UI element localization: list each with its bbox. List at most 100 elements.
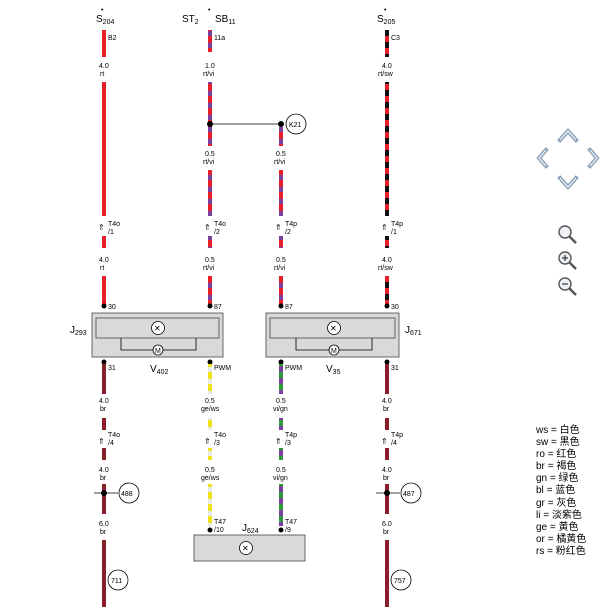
component-label: J293 bbox=[70, 325, 87, 337]
svg-text:•: • bbox=[101, 7, 104, 14]
component-j671[interactable]: ✕ M J671 V35 bbox=[265, 312, 422, 376]
connector-symbol: ⇑ bbox=[98, 223, 105, 232]
wire-size: 0.5 bbox=[205, 467, 215, 474]
pin-dot bbox=[278, 303, 284, 309]
pin-dot bbox=[278, 527, 284, 533]
node-circle[interactable] bbox=[118, 482, 140, 504]
connector-label: T4p bbox=[285, 432, 297, 439]
wire-size: 0.5 bbox=[205, 151, 215, 158]
pin-label: B2 bbox=[108, 35, 117, 42]
wire-segment bbox=[279, 127, 283, 146]
fuse-label-a: S204 bbox=[96, 14, 114, 26]
module-frame bbox=[95, 317, 220, 339]
component-label: J671 bbox=[405, 325, 422, 337]
node-label: 487 bbox=[403, 491, 415, 498]
wire-segment bbox=[102, 418, 106, 430]
connector-symbol: ⇑ bbox=[275, 437, 282, 446]
wire-color: vi/gn bbox=[273, 406, 288, 413]
wire-segment bbox=[102, 30, 106, 57]
wire-size: 1.0 bbox=[205, 63, 215, 70]
node-circle[interactable] bbox=[400, 482, 422, 504]
wire-segment bbox=[208, 448, 212, 460]
connector-pin: /2 bbox=[214, 229, 220, 236]
wire-segment bbox=[279, 170, 283, 216]
connector-symbol: ⇑ bbox=[98, 437, 105, 446]
wire-color: rt/vi bbox=[203, 265, 215, 272]
legend-row: gr = 灰色 bbox=[536, 497, 577, 509]
ground-circle[interactable] bbox=[390, 569, 412, 591]
wire-segment bbox=[102, 540, 106, 607]
wire-color: br bbox=[383, 529, 390, 536]
zoom-out-icon[interactable] bbox=[558, 277, 577, 296]
node-circle[interactable] bbox=[285, 113, 307, 135]
wire-color: ge/ws bbox=[201, 475, 220, 482]
fan-relay-icon bbox=[327, 321, 341, 335]
component-pin: PWM bbox=[285, 365, 302, 372]
component-pin: 31 bbox=[108, 365, 116, 372]
wire-size: 6.0 bbox=[382, 521, 392, 528]
connector-symbol: ⇑ bbox=[381, 223, 388, 232]
legend-row: gn = 绿色 bbox=[536, 473, 579, 485]
wire-color: br bbox=[383, 406, 390, 413]
zoom-in-icon[interactable] bbox=[558, 251, 577, 270]
wire-segment bbox=[102, 364, 106, 394]
wire-color: br bbox=[100, 529, 107, 536]
node-label: 488 bbox=[121, 491, 133, 498]
connector-symbol: ⇑ bbox=[204, 437, 211, 446]
wire-segment bbox=[385, 448, 389, 460]
pin-dot bbox=[278, 359, 284, 365]
wire-segment bbox=[279, 484, 283, 526]
fan-relay-glyph: ✕ bbox=[154, 324, 161, 333]
legend-row: ws = 白色 bbox=[536, 425, 580, 436]
column-d: K21 0.5 rt/vi ⇑ T4p /2 0.5 rt/vi 87 PWM … bbox=[273, 113, 307, 534]
legend-row: or = 橘黄色 bbox=[536, 533, 587, 545]
pin-dot bbox=[207, 359, 213, 365]
wire-size: 4.0 bbox=[99, 63, 109, 70]
wire-color: rt/sw bbox=[378, 71, 394, 78]
component-pin: 87 bbox=[285, 304, 293, 311]
arrow-down-icon[interactable] bbox=[557, 175, 579, 191]
wire-color: ge/ws bbox=[201, 406, 220, 413]
ground-circle[interactable] bbox=[107, 569, 129, 591]
wire-segment bbox=[385, 484, 389, 514]
wire-size: 0.5 bbox=[205, 398, 215, 405]
connector-pin: /4 bbox=[391, 440, 397, 447]
wire-size: 4.0 bbox=[382, 63, 392, 70]
arrow-left-icon[interactable] bbox=[536, 147, 549, 169]
fuse-label-b: ST2 bbox=[182, 14, 199, 26]
wire-size: 0.5 bbox=[276, 398, 286, 405]
arrow-up-icon[interactable] bbox=[557, 127, 579, 143]
wire-color: br bbox=[100, 406, 107, 413]
wire-segment bbox=[279, 364, 283, 394]
arrow-right-icon[interactable] bbox=[587, 147, 600, 169]
legend-row: ge = 黄色 bbox=[536, 521, 579, 533]
motor-icon bbox=[152, 344, 164, 356]
connector-symbol: ⇑ bbox=[204, 223, 211, 232]
wire-size: 6.0 bbox=[99, 521, 109, 528]
connector-label: T4p bbox=[391, 432, 403, 439]
wire-segment bbox=[385, 82, 389, 216]
control-unit-glyph: ✕ bbox=[242, 544, 249, 553]
component-j293[interactable]: ✕ M J293 V402 bbox=[70, 312, 224, 376]
legend-row: sw = 黑色 bbox=[536, 437, 580, 449]
wire-color: br bbox=[383, 475, 390, 482]
wire-color: rt/vi bbox=[203, 159, 215, 166]
motor-label: V35 bbox=[326, 364, 341, 376]
zoom-reset-icon[interactable] bbox=[558, 225, 577, 244]
connector-pin: /2 bbox=[285, 229, 291, 236]
component-pin: 31 bbox=[391, 365, 399, 372]
column-a: • S204 B2 4.0 rt ⇑ T4o /1 4.0 rt 30 31 4… bbox=[94, 7, 140, 607]
fan-relay-glyph: ✕ bbox=[330, 324, 337, 333]
motor-label: V402 bbox=[150, 364, 168, 376]
legend-row: br = 褐色 bbox=[536, 461, 577, 473]
wire-color: rt/vi bbox=[274, 159, 286, 166]
component-j624[interactable]: ✕ J624 bbox=[193, 523, 306, 562]
navigation-controls bbox=[536, 127, 600, 296]
connector-label: T4o bbox=[108, 221, 120, 228]
wire-color: br bbox=[100, 475, 107, 482]
connector-label: T4o bbox=[214, 221, 226, 228]
connector-pin: /3 bbox=[285, 440, 291, 447]
wire-size: 0.5 bbox=[276, 257, 286, 264]
svg-text:•: • bbox=[384, 7, 387, 14]
wire-segment bbox=[385, 540, 389, 607]
